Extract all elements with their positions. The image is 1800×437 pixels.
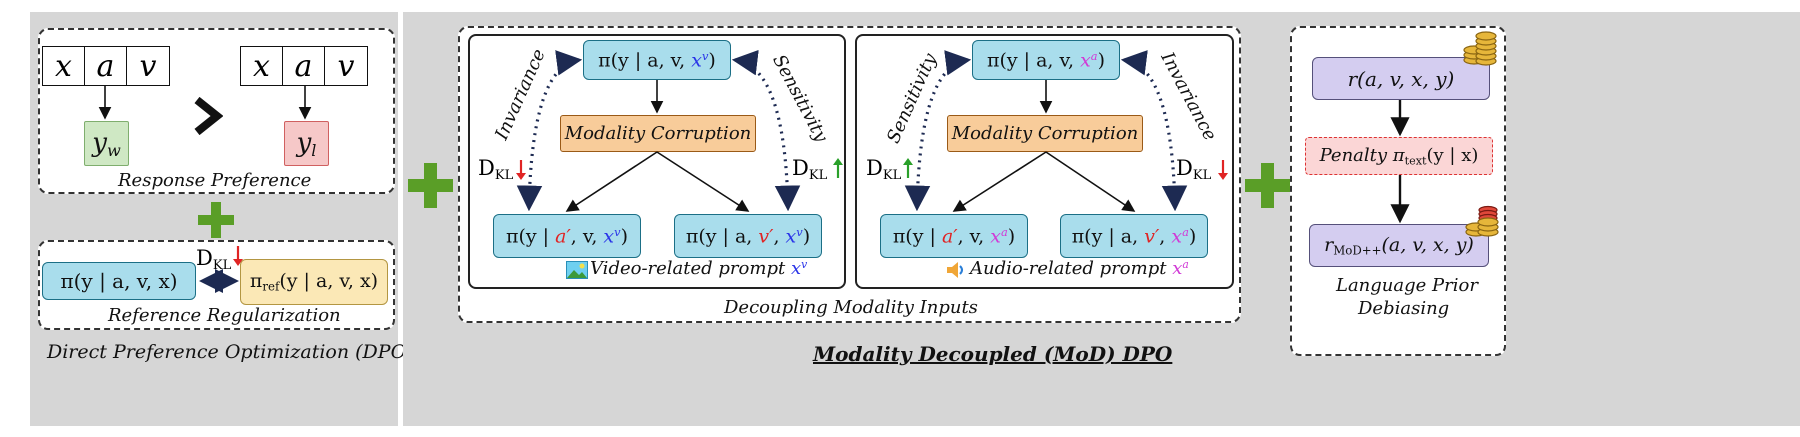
plus-icon — [1245, 163, 1290, 208]
video-kl-left: DKL — [478, 156, 514, 183]
audio-prompt-label: Audio-related prompt xa — [970, 258, 1189, 279]
cell-x-left: x — [42, 46, 85, 86]
audio-top-policy-box: π(y | a, v, xa) — [972, 40, 1120, 80]
audio-kl-left: DKL — [866, 156, 902, 183]
mod-reward-box: rMoD++(a, v, x, y) — [1309, 224, 1489, 267]
main-title: Modality Decoupled (MoD) DPO — [813, 342, 1173, 366]
audio-corruption-box: Modality Corruption — [947, 115, 1143, 152]
policy-box: π(y | a, v, x) — [42, 262, 196, 300]
response-preference-label: Response Preference — [118, 170, 312, 191]
video-top-policy-box: π(y | a, v, xv) — [583, 40, 731, 80]
video-prompt-label: Video-related prompt xv — [590, 258, 808, 279]
debias-label-line1: Language Prior — [1336, 275, 1478, 296]
cell-a-left: a — [84, 46, 127, 86]
reference-regularization-label: Reference Regularization — [108, 305, 341, 326]
reference-policy-box: πref(y | a, v, x) — [240, 259, 388, 305]
coin-stack-icon — [1465, 205, 1499, 237]
coin-stack-icon — [1463, 31, 1497, 66]
audio-right-bottom-box: π(y | a, v′, xa) — [1060, 214, 1208, 258]
cell-a-right: a — [282, 46, 325, 86]
cell-v-right: v — [324, 46, 368, 86]
video-right-bottom-box: π(y | a, v′, xv) — [674, 214, 822, 258]
decoupling-label: Decoupling Modality Inputs — [724, 297, 978, 318]
video-left-bottom-box: π(y | a′, v, xv) — [493, 214, 641, 258]
plus-icon — [408, 163, 453, 208]
rejected-response-box: yl — [284, 121, 329, 166]
video-corruption-box: Modality Corruption — [560, 115, 756, 152]
penalty-box: Penalty πtext(y | x) — [1305, 137, 1493, 175]
dpo-caption: Direct Preference Optimization (DPO) — [47, 341, 414, 363]
reward-box: r(a, v, x, y) — [1312, 57, 1490, 100]
plus-icon — [198, 202, 234, 238]
preferred-response-box: yw — [84, 121, 129, 166]
debias-label-line2: Debiasing — [1358, 298, 1450, 319]
audio-left-bottom-box: π(y | a′, v, xa) — [880, 214, 1028, 258]
chevron-right-icon — [194, 97, 223, 135]
audio-icon — [947, 262, 963, 278]
cell-v-left: v — [126, 46, 170, 86]
image-icon — [566, 261, 588, 279]
